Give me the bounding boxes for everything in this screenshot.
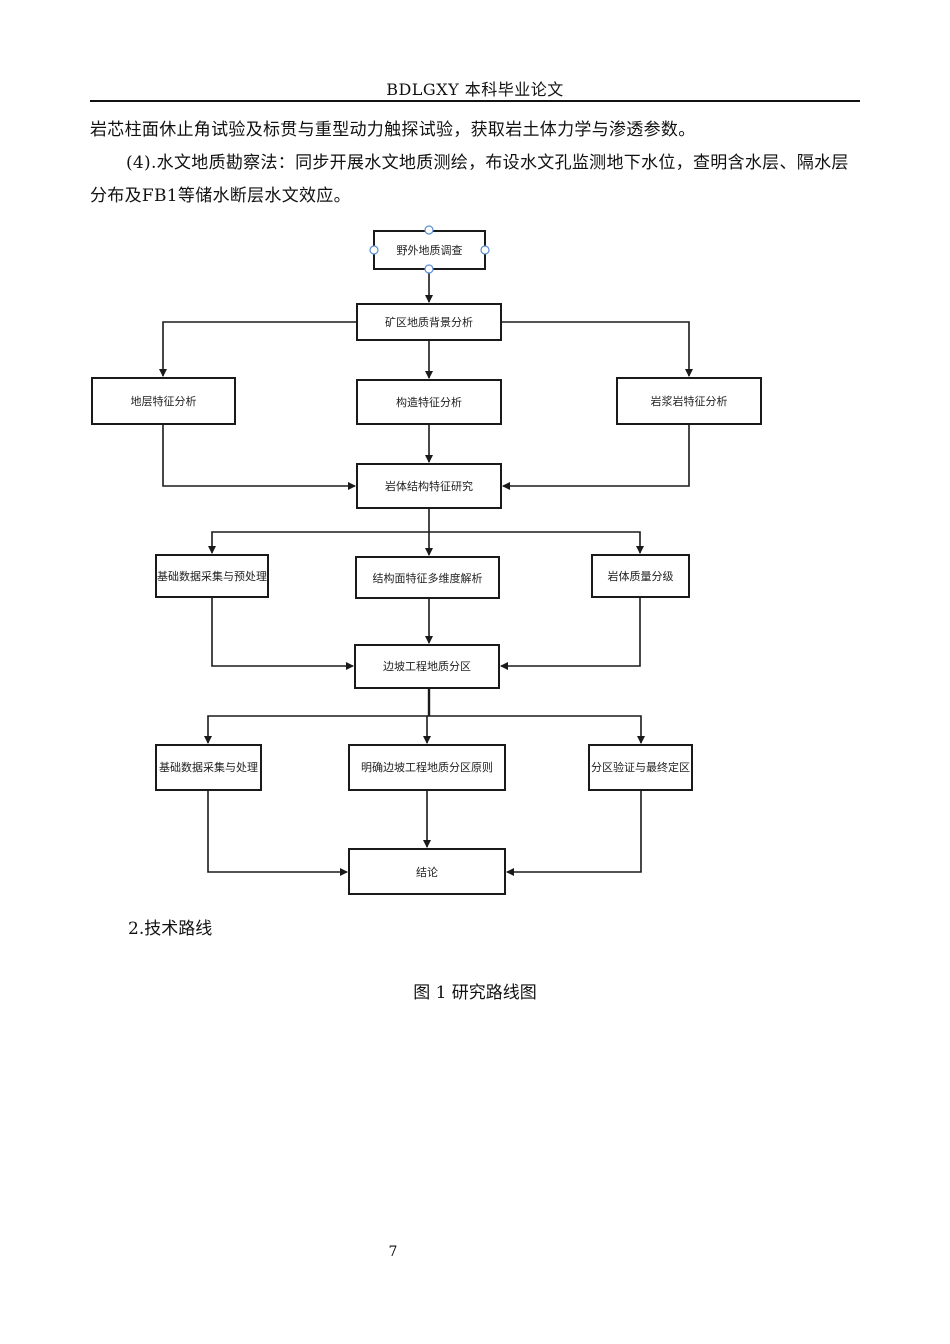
- node-multi-dim: 结构面特征多维度解析: [355, 556, 500, 599]
- node-data-preprocess-label: 基础数据采集与预处理: [157, 569, 267, 583]
- node-zoning-principles-label: 明确边坡工程地质分区原则: [361, 761, 493, 774]
- edge-preprocess-to-zoning: [211, 597, 354, 670]
- node-field-survey: 野外地质调查: [373, 230, 486, 270]
- edge-stratum-to-rock-structure: [162, 424, 356, 490]
- node-conclusion-label: 结论: [416, 865, 438, 879]
- node-data-preprocess: 基础数据采集与预处理: [155, 554, 269, 598]
- edge-verify-to-conclusion: [506, 791, 642, 876]
- node-mine-background-label: 矿区地质背景分析: [385, 315, 473, 329]
- node-magmatic: 岩浆岩特征分析: [616, 377, 762, 425]
- node-magmatic-label: 岩浆岩特征分析: [651, 394, 728, 408]
- selection-handles[interactable]: [369, 225, 490, 274]
- edge-to-rock-quality: [429, 531, 644, 554]
- node-data-process: 基础数据采集与处理: [155, 744, 262, 791]
- node-structure-label: 构造特征分析: [396, 395, 462, 409]
- node-multi-dim-label: 结构面特征多维度解析: [373, 571, 483, 585]
- section-heading: 2.技术路线: [128, 919, 213, 939]
- node-zoning-verify: 分区验证与最终定区: [588, 744, 693, 791]
- selection-handle-right: [480, 245, 490, 255]
- node-conclusion: 结论: [348, 848, 506, 895]
- node-data-process-label: 基础数据采集与处理: [159, 760, 258, 774]
- node-mine-background: 矿区地质背景分析: [356, 303, 502, 341]
- node-rock-structure: 岩体结构特征研究: [356, 463, 502, 509]
- node-structure: 构造特征分析: [356, 379, 502, 425]
- edge-data-process-to-conclusion: [207, 791, 348, 876]
- node-rock-structure-label: 岩体结构特征研究: [385, 479, 473, 493]
- edge-background-to-stratum: [159, 321, 357, 377]
- edge-to-zoning-verify: [429, 715, 645, 744]
- header-rule: [90, 100, 860, 102]
- node-zoning-verify-label: 分区验证与最终定区: [591, 760, 690, 774]
- node-rock-quality-label: 岩体质量分级: [608, 569, 674, 583]
- edge-to-data-preprocess: [208, 531, 429, 554]
- selection-handle-left: [369, 245, 379, 255]
- node-stratum-label: 地层特征分析: [131, 394, 197, 408]
- body-paragraph-1: 岩芯柱面休止角试验及标贯与重型动力触探试验，获取岩土体力学与渗透参数。: [90, 120, 696, 140]
- selection-handle-top: [424, 225, 434, 235]
- header-title: BDLGXY 本科毕业论文: [386, 80, 564, 99]
- node-stratum: 地层特征分析: [91, 377, 236, 425]
- edge-to-data-process: [204, 715, 429, 744]
- body-paragraph-2: (4).水文地质勘察法：同步开展水文地质测绘，布设水文孔监测地下水位，查明含水层…: [90, 153, 849, 206]
- selection-handle-bottom: [424, 264, 434, 274]
- edge-quality-to-zoning: [500, 597, 641, 670]
- node-zoning-principles: 明确边坡工程地质分区原则: [348, 744, 506, 791]
- page-number: 7: [388, 1244, 398, 1260]
- figure-caption: 图 1 研究路线图: [413, 983, 537, 1003]
- edge-magmatic-to-rock-structure: [502, 424, 690, 490]
- edge-background-to-magmatic: [501, 321, 693, 377]
- node-field-survey-label: 野外地质调查: [397, 243, 463, 257]
- node-slope-zoning: 边坡工程地质分区: [354, 644, 500, 689]
- flow-edges: [159, 270, 693, 876]
- node-rock-quality: 岩体质量分级: [591, 554, 690, 598]
- node-slope-zoning-label: 边坡工程地质分区: [383, 660, 471, 673]
